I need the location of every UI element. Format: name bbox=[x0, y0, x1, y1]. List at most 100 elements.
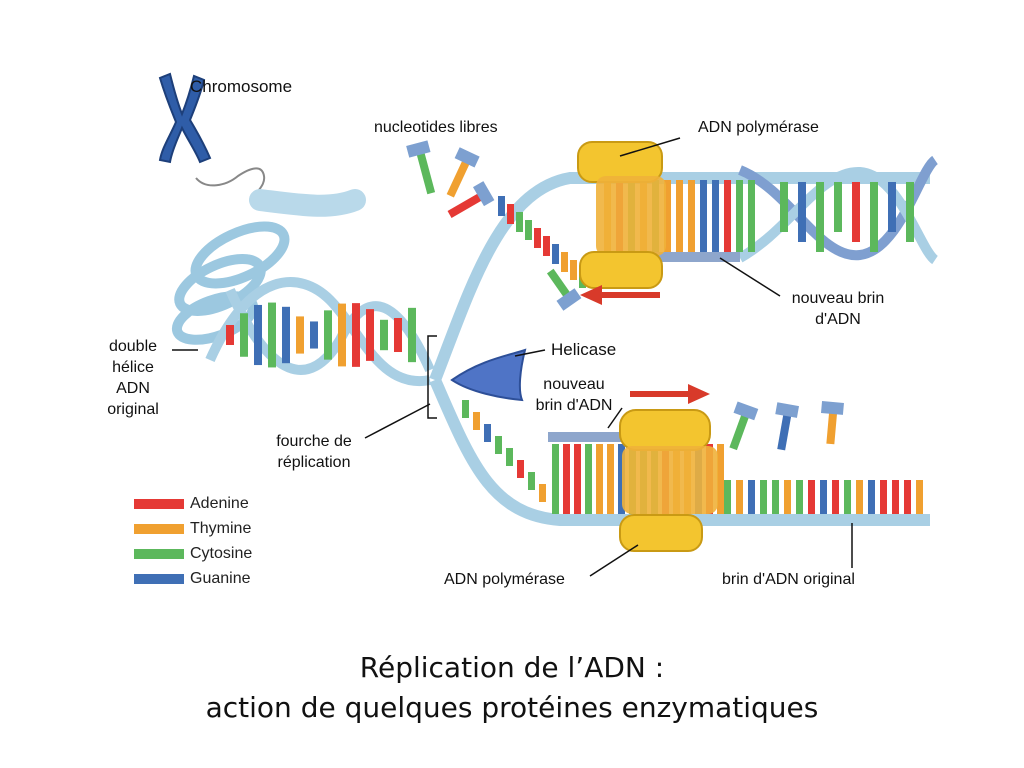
base-rung bbox=[338, 304, 346, 367]
label-original-strand: brin d'ADN original bbox=[722, 569, 855, 590]
base-rung bbox=[724, 480, 731, 514]
base-rung bbox=[916, 480, 923, 514]
base-rung bbox=[832, 480, 839, 514]
base-rung bbox=[324, 310, 332, 359]
base-rung bbox=[676, 180, 683, 252]
base-rung bbox=[408, 308, 416, 362]
base-rung bbox=[484, 424, 491, 442]
polymerase-bottom-icon bbox=[620, 410, 718, 551]
base-rung bbox=[552, 244, 559, 264]
label-free-nucleotides: nucleotides libres bbox=[374, 117, 498, 138]
base-rung bbox=[760, 480, 767, 514]
base-rung bbox=[798, 182, 806, 242]
base-rung bbox=[462, 400, 469, 418]
base-rung bbox=[552, 444, 559, 514]
base-rung bbox=[380, 320, 388, 350]
label-polymerase-bottom: ADN polymérase bbox=[444, 569, 565, 590]
base-rung bbox=[525, 220, 532, 240]
base-rung bbox=[736, 480, 743, 514]
base-rung bbox=[507, 204, 514, 224]
base-rung bbox=[717, 444, 724, 514]
base-pairs-top bbox=[498, 180, 914, 288]
polymerase-top-icon bbox=[578, 142, 666, 288]
legend-item-guanine: Guanine bbox=[134, 569, 304, 589]
legend-swatch bbox=[134, 524, 184, 534]
base-rung bbox=[495, 436, 502, 454]
base-rung bbox=[688, 180, 695, 252]
label-fork: fourche de réplication bbox=[262, 431, 366, 473]
label-polymerase-top: ADN polymérase bbox=[698, 117, 819, 138]
label-double-helix-line4: original bbox=[96, 399, 170, 420]
base-rung bbox=[780, 182, 788, 232]
base-rung bbox=[561, 252, 568, 272]
base-rung bbox=[516, 212, 523, 232]
legend-swatch bbox=[134, 574, 184, 584]
base-rung bbox=[892, 480, 899, 514]
label-double-helix-line3: ADN bbox=[96, 378, 170, 399]
label-new-strand-mid-line1: nouveau bbox=[522, 374, 626, 395]
label-new-strand-top: nouveau brin d'ADN bbox=[778, 288, 898, 330]
base-rung bbox=[517, 460, 524, 478]
base-rung bbox=[888, 182, 896, 232]
slide-title-line1: Réplication de l’ADN : bbox=[0, 648, 1024, 688]
base-rung bbox=[498, 196, 505, 216]
legend-label: Thymine bbox=[190, 519, 251, 539]
label-double-helix: double hélice ADN original bbox=[96, 336, 170, 420]
base-rung bbox=[834, 182, 842, 232]
base-rung bbox=[543, 236, 550, 256]
base-rung bbox=[570, 260, 577, 280]
base-rung bbox=[282, 307, 290, 363]
label-new-strand-top-line2: d'ADN bbox=[778, 309, 898, 330]
base-rung bbox=[844, 480, 851, 514]
legend-label: Guanine bbox=[190, 569, 251, 589]
base-rung bbox=[310, 321, 318, 348]
base-rung bbox=[226, 325, 234, 345]
base-rung bbox=[473, 412, 480, 430]
label-fork-line2: réplication bbox=[262, 452, 366, 473]
base-rung bbox=[724, 180, 731, 252]
base-rung bbox=[394, 318, 402, 352]
base-rung bbox=[772, 480, 779, 514]
base-rung bbox=[506, 448, 513, 466]
legend-label: Cytosine bbox=[190, 544, 252, 564]
base-rung bbox=[852, 182, 860, 242]
label-new-strand-top-line1: nouveau brin bbox=[778, 288, 898, 309]
base-rung bbox=[534, 228, 541, 248]
base-rung bbox=[748, 480, 755, 514]
base-rung bbox=[254, 305, 262, 365]
base-rung bbox=[904, 480, 911, 514]
legend-swatch bbox=[134, 499, 184, 509]
label-new-strand-mid: nouveau brin d'ADN bbox=[522, 374, 626, 416]
base-rung bbox=[870, 182, 878, 252]
label-double-helix-line2: hélice bbox=[96, 357, 170, 378]
legend-swatch bbox=[134, 549, 184, 559]
label-double-helix-line1: double bbox=[96, 336, 170, 357]
base-rung bbox=[596, 444, 603, 514]
base-rung bbox=[585, 444, 592, 514]
base-rung bbox=[574, 444, 581, 514]
label-chromosome: Chromosome bbox=[190, 76, 292, 97]
base-rung bbox=[296, 316, 304, 353]
base-rung bbox=[906, 182, 914, 242]
legend-item-thymine: Thymine bbox=[134, 519, 304, 539]
slide-title-line2: action de quelques protéines enzymatique… bbox=[0, 688, 1024, 728]
base-rung bbox=[607, 444, 614, 514]
base-rung bbox=[748, 180, 755, 252]
base-rung bbox=[796, 480, 803, 514]
base-rung bbox=[820, 480, 827, 514]
base-rung bbox=[784, 480, 791, 514]
base-rung bbox=[808, 480, 815, 514]
label-helicase: Helicase bbox=[551, 339, 616, 360]
legend-item-cytosine: Cytosine bbox=[134, 544, 304, 564]
legend-label: Adenine bbox=[190, 494, 249, 514]
base-rung bbox=[539, 484, 546, 502]
base-rung bbox=[563, 444, 570, 514]
base-rung bbox=[352, 303, 360, 367]
label-new-strand-mid-line2: brin d'ADN bbox=[522, 395, 626, 416]
base-rung bbox=[366, 309, 374, 361]
base-rung bbox=[816, 182, 824, 252]
base-rung bbox=[240, 313, 248, 357]
base-rung bbox=[700, 180, 707, 252]
arrow-right-icon bbox=[630, 384, 710, 404]
label-fork-line1: fourche de bbox=[262, 431, 366, 452]
